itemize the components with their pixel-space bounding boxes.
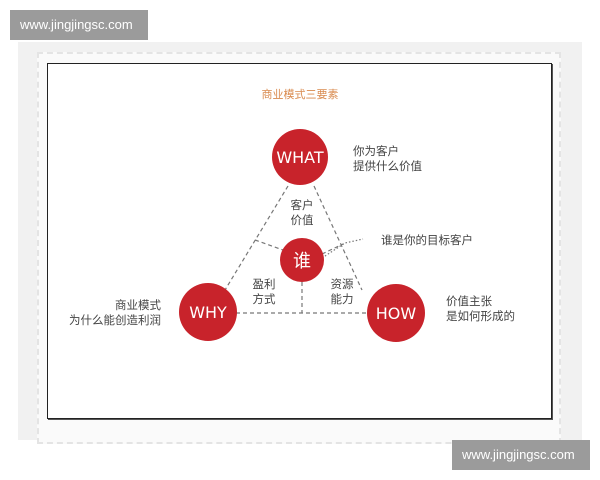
why-label: WHY — [189, 303, 227, 322]
resource-label-line2: 能力 — [331, 292, 354, 306]
how-label: HOW — [376, 304, 417, 323]
what-note-line1: 你为客户 — [353, 144, 399, 158]
why-circle — [179, 283, 237, 341]
who-note: 谁是你的目标客户 — [381, 233, 473, 247]
why-note-line1: 商业模式 — [115, 298, 161, 312]
how-note-line2: 是如何形成的 — [446, 309, 515, 323]
what-label: WHAT — [276, 148, 324, 167]
value-label-line2: 价值 — [291, 213, 314, 227]
what-circle — [272, 129, 328, 185]
line-what-why — [224, 185, 289, 291]
who-circle — [280, 238, 324, 282]
how-circle — [367, 284, 425, 342]
value-label-line1: 客户 — [291, 198, 314, 212]
watermark-top: www.jingjingsc.com — [10, 10, 148, 40]
what-note-line2: 提供什么价值 — [353, 159, 422, 173]
why-note-line2: 为什么能创造利润 — [69, 313, 161, 327]
connector-lines — [224, 185, 368, 314]
profit-label-line2: 方式 — [253, 292, 276, 306]
line-who-left — [254, 239, 284, 251]
profit-label-line1: 盈利 — [253, 277, 276, 291]
line-what-how — [313, 185, 363, 291]
diagram-title: 商业模式三要素 — [262, 87, 339, 101]
how-note-line1: 价值主张 — [446, 294, 492, 308]
watermark-bottom: www.jingjingsc.com — [452, 440, 590, 470]
line-who-right — [321, 243, 344, 255]
line-who-note — [321, 238, 364, 259]
resource-label-line1: 资源 — [331, 277, 354, 291]
who-label: 谁 — [293, 251, 311, 272]
